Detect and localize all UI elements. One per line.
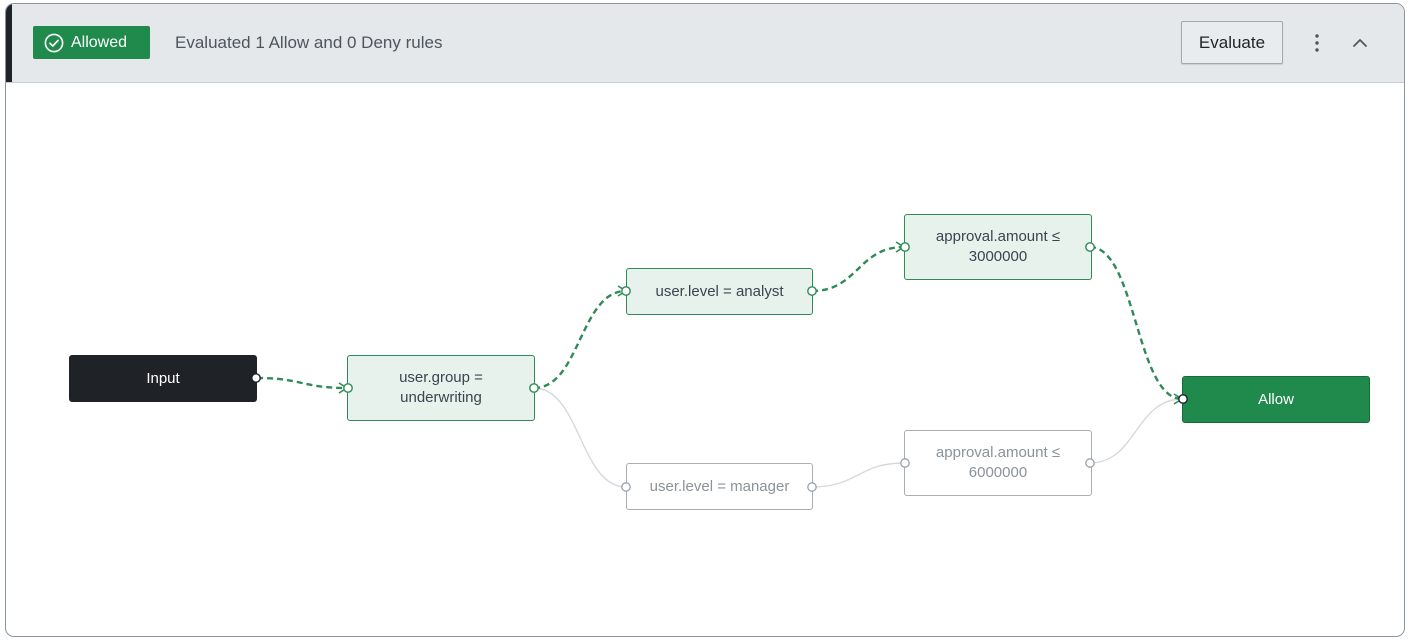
handle-analyst-in[interactable] <box>621 286 631 296</box>
handle-amount6m-out[interactable] <box>1085 458 1095 468</box>
status-badge: Allowed <box>33 26 150 59</box>
handle-amount3m-in[interactable] <box>900 242 910 252</box>
evaluate-button[interactable]: Evaluate <box>1181 21 1283 64</box>
rule-node-label: approval.amount ≤3000000 <box>935 228 1061 265</box>
check-circle-icon <box>44 33 64 52</box>
rule-node-label: user.group =underwriting <box>399 369 483 406</box>
rule-node-label: approval.amount ≤6000000 <box>935 444 1061 481</box>
handle-manager-out[interactable] <box>807 482 817 492</box>
handle-analyst-out[interactable] <box>807 286 817 296</box>
evaluation-summary: Evaluated 1 Allow and 0 Deny rules <box>175 33 443 52</box>
more-options-button[interactable] <box>1305 30 1329 56</box>
input-node[interactable]: Input <box>69 355 257 402</box>
handle-input-out[interactable] <box>251 373 261 383</box>
handle-group-out[interactable] <box>529 383 539 393</box>
rule-node-label: user.level = analyst <box>655 282 784 300</box>
handle-group-in[interactable] <box>343 383 353 393</box>
handle-amount6m-in[interactable] <box>900 458 910 468</box>
collapse-button[interactable] <box>1348 30 1372 56</box>
vertical-ellipsis-icon <box>1315 34 1319 52</box>
rule-node-label: user.level = manager <box>649 477 790 495</box>
edge-input-to-group <box>256 376 349 394</box>
input-node-label: Input <box>146 369 180 387</box>
rule-node-amount-3000000[interactable]: approval.amount ≤3000000 <box>904 214 1092 280</box>
edge-group-to-manager <box>533 387 627 488</box>
edge-amount6m-to-allow <box>1089 398 1183 464</box>
status-label: Allowed <box>71 33 128 51</box>
header-accent-bar <box>6 4 12 82</box>
handle-amount3m-out[interactable] <box>1085 242 1095 252</box>
evaluation-header: Allowed Evaluated 1 Allow and 0 Deny rul… <box>6 4 1404 83</box>
allow-node-label: Allow <box>1258 390 1294 408</box>
edge-analyst-to-amount3m <box>811 241 906 293</box>
edge-manager-to-amount6m <box>811 462 905 488</box>
edge-group-to-analyst <box>533 285 628 390</box>
handle-allow-in[interactable] <box>1178 394 1188 404</box>
rule-node-user-level-analyst[interactable]: user.level = analyst <box>626 268 813 315</box>
rule-node-amount-6000000[interactable]: approval.amount ≤6000000 <box>904 430 1092 496</box>
handle-manager-in[interactable] <box>621 482 631 492</box>
allow-result-node[interactable]: Allow <box>1182 376 1370 423</box>
chevron-up-icon <box>1353 39 1367 47</box>
edge-amount3m-to-allow <box>1089 245 1184 405</box>
policy-evaluation-panel: Allowed Evaluated 1 Allow and 0 Deny rul… <box>5 3 1405 637</box>
rule-node-user-level-manager[interactable]: user.level = manager <box>626 463 813 510</box>
